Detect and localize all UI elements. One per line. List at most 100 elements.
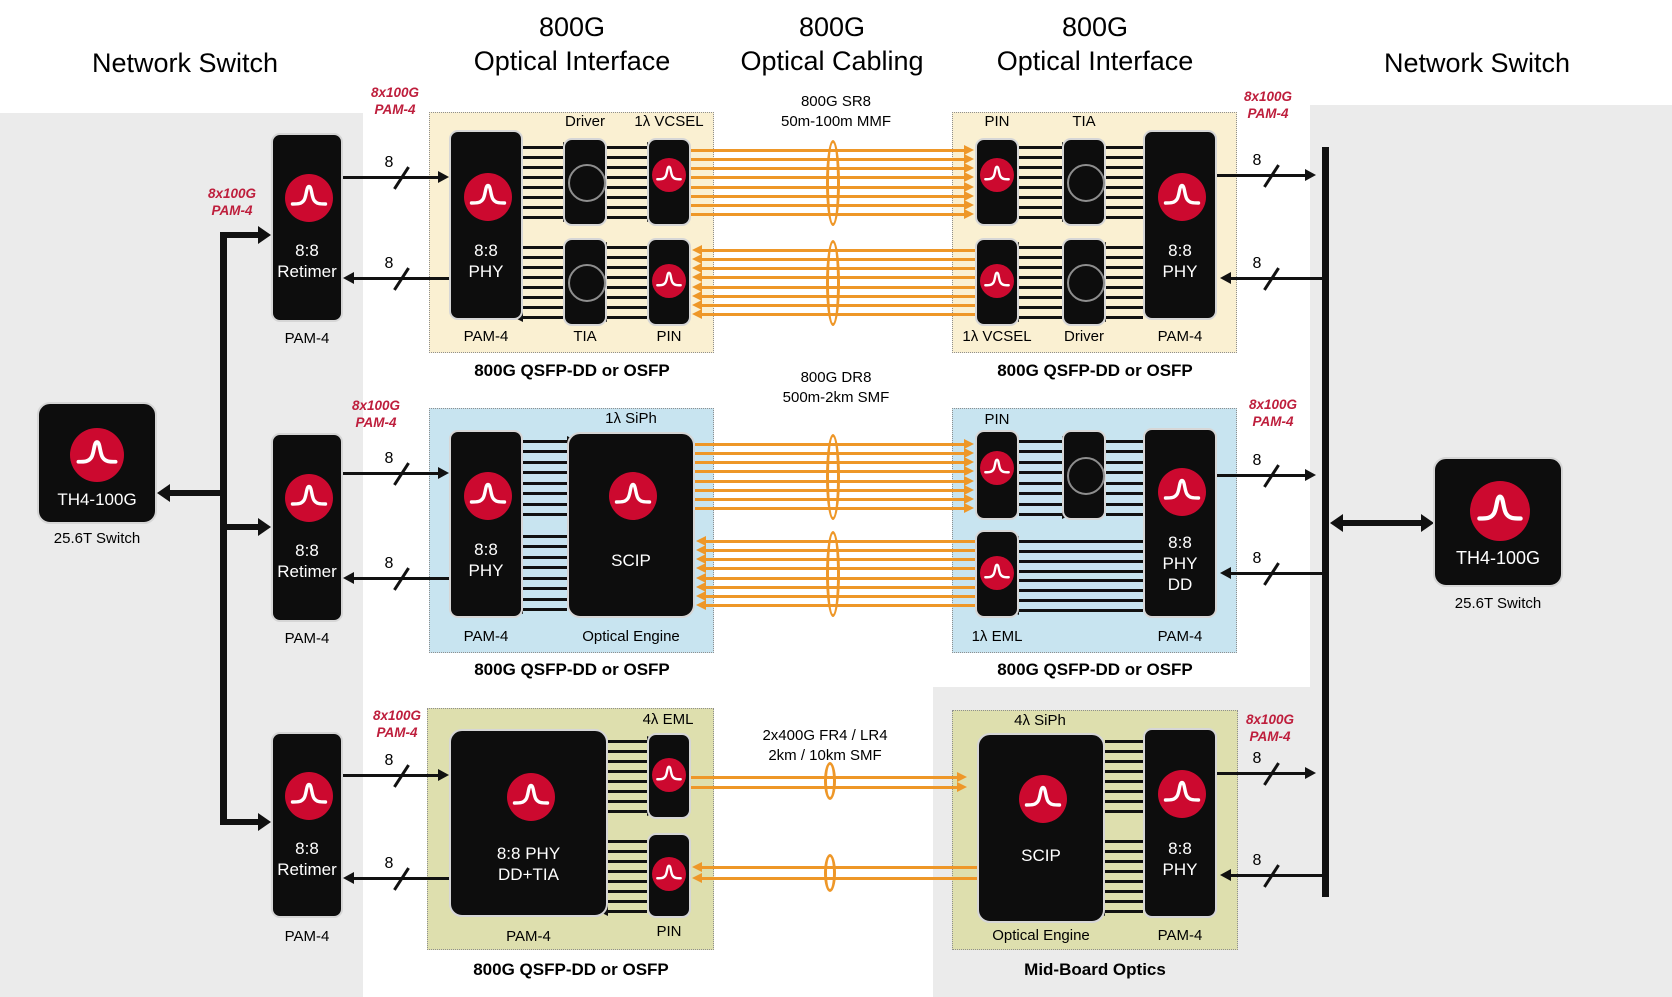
pin-chip-row1-left [647,238,691,326]
chip-title: TH4-100G [57,490,137,509]
broadcom-pulse-icon [652,758,686,792]
pin-chip-row3-left [647,833,691,918]
th4-left-input-arrow [157,484,220,502]
broadcom-pulse-icon [507,773,555,821]
vcsel-label: 1λ VCSEL [962,328,1032,345]
scip-chip-row2-left: SCIP [567,432,695,618]
pam4-label: PAM-4 [463,628,509,645]
retimer1-input-arrow [220,226,271,244]
broadcom-pulse-icon [609,472,657,520]
chip-title: TH4-100G [1455,548,1541,568]
lane-arrows-driver-to-vcsel [607,142,657,222]
fiber-bundle-ellipse [826,140,840,226]
fiber-bundle-ellipse [826,531,840,617]
scip-chip-row3-right: SCIP [977,733,1105,923]
fiber-lanes-row2-rx [696,536,975,610]
broadcom-pulse-icon [980,158,1014,192]
broadcom-pulse-icon [652,264,686,298]
lane-count-label: 8 [1252,852,1262,869]
lane-count-label: 8 [1252,255,1262,272]
tia-circle-icon [1067,457,1105,495]
chip-title: SCIP [1021,846,1061,865]
driver-label: Driver [565,113,605,130]
lane-arrows-driver-to-vcsel [1009,242,1062,322]
vcsel-chip-row1-right [975,238,1019,326]
lane-arrow [1217,767,1316,779]
tia-label: TIA [1072,113,1096,130]
header-optical-cabling: 800G Optical Cabling [740,12,924,76]
th4-switch-chip-left: TH4-100G [37,402,157,524]
broadcom-pulse-icon [464,173,512,221]
lane-arrows-phy-to-driver [523,142,573,222]
broadcom-pulse-icon [1158,770,1206,818]
tia-circle-icon [1067,164,1105,202]
optical-engine-label: Optical Engine [582,628,680,645]
right-bus-line [1322,147,1329,897]
broadcom-pulse-icon [285,174,333,222]
driver-circle-icon [1067,264,1105,302]
broadcom-pulse-icon [464,472,512,520]
retimer3-input-arrow [220,813,271,831]
eml-chip-row2-right [975,530,1019,618]
fiber-bundle-ellipse [824,762,836,800]
lane-count-label: 8 [384,855,394,872]
driver-label: Driver [1064,328,1104,345]
broadcom-pulse-icon [70,428,124,482]
lane-arrows-scip-to-phy [513,531,567,614]
broadcom-pulse-icon [1470,481,1530,541]
siph-label: 4λ SiPh [1014,712,1066,729]
eml-chip-row3-left [647,733,691,819]
lane-count-label: 8 [384,450,394,467]
lane-arrows-pin-to-tia [1019,436,1072,519]
module-caption-row2-right: 800G QSFP-DD or OSFP [997,660,1193,679]
lane-arrow [1217,469,1316,481]
pam4-label: PAM-4 [463,328,509,345]
module-caption-row1-right: 800G QSFP-DD or OSFP [997,361,1193,380]
th4-switch-chip-right: TH4-100G [1433,457,1563,587]
header-network-switch-left: Network Switch [91,48,279,78]
lane-arrows-tia-to-phy [513,242,563,322]
lane-arrows-phy-to-driver [1096,242,1143,322]
pin-label: PIN [984,113,1010,130]
pin-label: PIN [656,923,682,940]
broadcom-pulse-icon [652,857,686,891]
lane-count-label: 8 [384,752,394,769]
broadcom-pulse-icon [1158,173,1206,221]
lane-count-label: 8 [384,154,394,171]
retimer2-input-arrow [224,518,271,536]
lane-arrows-scip-to-phy [1105,736,1153,816]
lane-arrows-tia-to-phy [1106,436,1153,519]
lane-arrow [1220,567,1322,579]
broadcom-pulse-icon [980,264,1014,298]
vcsel-label: 1λ VCSEL [634,113,704,130]
lane-count-label: 8 [384,255,394,272]
retimer1-caption: PAM-4 [284,330,330,347]
lane-arrow [1217,169,1316,181]
header-optical-interface-right: 800G Optical Interface [996,12,1194,76]
broadcom-pulse-icon [1158,468,1206,516]
lane-count-label: 8 [384,555,394,572]
th4-right-link-arrow [1330,514,1434,532]
siph-label: 1λ SiPh [605,410,657,427]
module-caption-row3-left: 800G QSFP-DD or OSFP [473,960,669,979]
eml-label: 4λ EML [642,711,694,728]
driver-chip-row1-right [1062,238,1106,326]
lane-count-label: 8 [1252,152,1262,169]
